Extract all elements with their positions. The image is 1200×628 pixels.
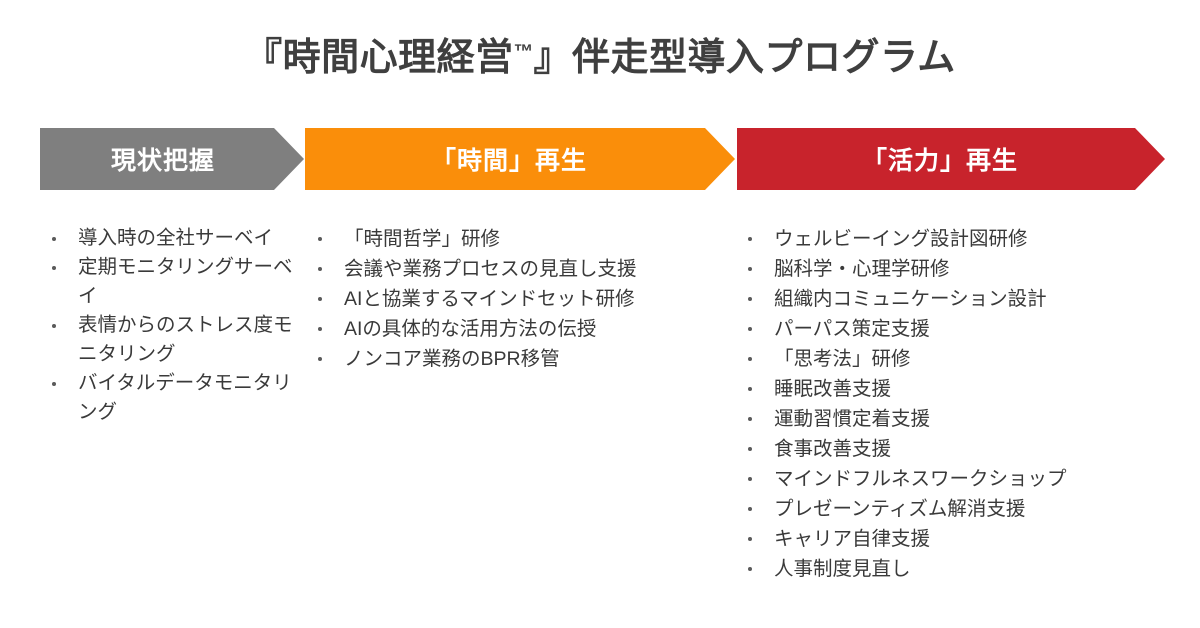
list-item: バイタルデータモニタリング <box>44 369 294 427</box>
list-item: 表情からのストレス度モニタリング <box>44 311 294 369</box>
bullet-dot-icon <box>318 327 322 331</box>
bullet-dot-icon <box>748 507 752 511</box>
list-item: ノンコア業務のBPR移管 <box>310 344 730 374</box>
phase-banner-label: 「時間」再生 <box>430 147 587 175</box>
list-item-label: 運動習慣定着支援 <box>774 408 931 430</box>
list-item: 組織内コミュニケーション設計 <box>740 284 1170 314</box>
list-item-label: バイタルデータモニタリング <box>78 372 292 423</box>
bullet-dot-icon <box>748 537 752 541</box>
page-title: 『時間心理経営™』伴走型導入プログラム <box>0 26 1200 81</box>
list-item: 脳科学・心理学研修 <box>740 254 1170 284</box>
list-item-label: 睡眠改善支援 <box>774 378 892 400</box>
list-item-label: キャリア自律支援 <box>774 528 931 550</box>
bullet-dot-icon <box>318 357 322 361</box>
page-title-prefix: 『時間心理経営 <box>244 37 514 79</box>
list-item-label: 「思考法」研修 <box>774 348 911 370</box>
bullet-list: 導入時の全社サーベイ 定期モニタリングサーベイ 表情からのストレス度モニタリング… <box>44 224 294 427</box>
bullet-dot-icon <box>748 267 752 271</box>
phase-column-katsuryoku-saisei: ウェルビーイング設計図研修 脳科学・心理学研修 組織内コミュニケーション設計 パ… <box>740 224 1170 584</box>
bullet-dot-icon <box>52 237 56 241</box>
bullet-dot-icon <box>52 382 56 386</box>
list-item-label: パーパス策定支援 <box>774 318 930 340</box>
list-item: プレゼーンティズム解消支援 <box>740 494 1170 524</box>
bullet-dot-icon <box>748 567 752 571</box>
bullet-dot-icon <box>318 297 322 301</box>
bullet-dot-icon <box>748 237 752 241</box>
list-item-label: AIと協業するマインドセット研修 <box>344 288 635 310</box>
phase-banner-label: 現状把握 <box>110 147 215 175</box>
bullet-dot-icon <box>318 237 322 241</box>
list-item: 運動習慣定着支援 <box>740 404 1170 434</box>
list-item-label: プレゼーンティズム解消支援 <box>774 498 1026 520</box>
phase-banner-katsuryoku-saisei[interactable]: 「活力」再生 <box>737 128 1165 190</box>
bullet-dot-icon <box>748 327 752 331</box>
page-title-suffix: 』伴走型導入プログラム <box>533 37 956 79</box>
phase-banner-genjo-haaku[interactable]: 現状把握 <box>40 128 304 190</box>
bullet-dot-icon <box>748 297 752 301</box>
bullet-list: ウェルビーイング設計図研修 脳科学・心理学研修 組織内コミュニケーション設計 パ… <box>740 224 1170 584</box>
list-item-label: 「時間哲学」研修 <box>344 228 501 250</box>
list-item-label: ノンコア業務のBPR移管 <box>344 348 560 370</box>
phase-banner-row: 現状把握 「時間」再生 「活力」再生 <box>0 128 1200 190</box>
bullet-dot-icon <box>748 387 752 391</box>
list-item-label: 脳科学・心理学研修 <box>774 258 950 280</box>
list-item: 会議や業務プロセスの見直し支援 <box>310 254 730 284</box>
phase-banner-jikan-saisei[interactable]: 「時間」再生 <box>305 128 735 190</box>
phase-column-jikan-saisei: 「時間哲学」研修 会議や業務プロセスの見直し支援 AIと協業するマインドセット研… <box>310 224 730 374</box>
trademark-symbol: ™ <box>513 40 534 63</box>
bullet-dot-icon <box>748 357 752 361</box>
bullet-dot-icon <box>318 267 322 271</box>
bullet-dot-icon <box>748 417 752 421</box>
list-item-label: ウェルビーイング設計図研修 <box>774 228 1028 250</box>
list-item-label: AIの具体的な活用方法の伝授 <box>344 318 597 340</box>
list-item-label: 定期モニタリングサーベイ <box>78 256 293 307</box>
list-item-label: 会議や業務プロセスの見直し支援 <box>344 258 637 280</box>
list-item: 定期モニタリングサーベイ <box>44 253 294 311</box>
list-item: 人事制度見直し <box>740 554 1170 584</box>
list-item: 導入時の全社サーベイ <box>44 224 294 253</box>
list-item: AIと協業するマインドセット研修 <box>310 284 730 314</box>
bullet-dot-icon <box>748 447 752 451</box>
list-item: パーパス策定支援 <box>740 314 1170 344</box>
bullet-list: 「時間哲学」研修 会議や業務プロセスの見直し支援 AIと協業するマインドセット研… <box>310 224 730 374</box>
list-item: 食事改善支援 <box>740 434 1170 464</box>
list-item: AIの具体的な活用方法の伝授 <box>310 314 730 344</box>
list-item: 「時間哲学」研修 <box>310 224 730 254</box>
bullet-dot-icon <box>52 266 56 270</box>
list-item-label: マインドフルネスワークショップ <box>774 468 1067 490</box>
list-item: 睡眠改善支援 <box>740 374 1170 404</box>
list-item-label: 人事制度見直し <box>774 558 911 580</box>
bullet-dot-icon <box>748 477 752 481</box>
list-item-label: 食事改善支援 <box>774 438 892 460</box>
list-item: 「思考法」研修 <box>740 344 1170 374</box>
list-item-label: 導入時の全社サーベイ <box>78 227 274 249</box>
phase-column-genjo-haaku: 導入時の全社サーベイ 定期モニタリングサーベイ 表情からのストレス度モニタリング… <box>44 224 294 427</box>
phase-banner-label: 「活力」再生 <box>861 147 1018 175</box>
list-item: マインドフルネスワークショップ <box>740 464 1170 494</box>
list-item-label: 組織内コミュニケーション設計 <box>774 288 1047 310</box>
bullet-dot-icon <box>52 324 56 328</box>
list-item: キャリア自律支援 <box>740 524 1170 554</box>
list-item-label: 表情からのストレス度モニタリング <box>78 314 293 365</box>
list-item: ウェルビーイング設計図研修 <box>740 224 1170 254</box>
